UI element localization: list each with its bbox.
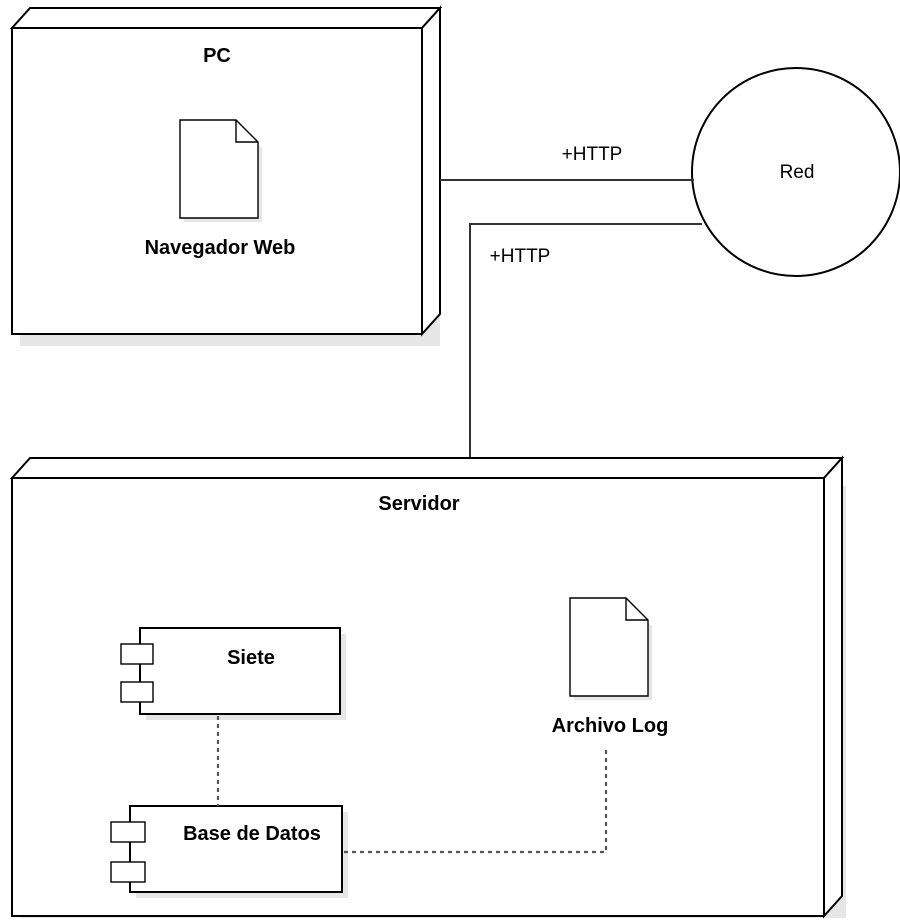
navegador-web-artifact[interactable]: Navegador Web [145,119,296,259]
servidor-node[interactable]: Servidor Siete Base de Datos Archivo Log [9,455,846,919]
servidor-title: Servidor [378,493,459,515]
pc-red-connection-label: +HTTP [562,144,623,165]
red-label: Red [780,162,815,183]
db-log-dependency[interactable] [344,748,608,854]
pc-red-connection[interactable]: +HTTP [440,144,694,181]
component-port-icon [110,861,146,883]
component-port-icon [110,821,146,843]
archivo-log-label: Archivo Log [552,715,669,737]
base-de-datos-component[interactable]: Base de Datos [110,805,348,898]
siete-label: Siete [227,647,275,669]
red-node[interactable]: Red [691,67,900,277]
component-port-icon [120,681,154,703]
base-de-datos-label: Base de Datos [183,823,321,845]
navegador-web-label: Navegador Web [145,237,296,259]
servidor-red-connection-label: +HTTP [490,246,551,267]
component-port-icon [120,643,154,665]
pc-title: PC [203,45,231,67]
siete-component[interactable]: Siete [120,627,346,720]
document-icon [569,597,649,697]
pc-node[interactable]: PC Navegador Web [9,5,443,346]
document-icon [179,119,259,219]
servidor-red-connection[interactable]: +HTTP [469,223,702,458]
archivo-log-artifact[interactable]: Archivo Log [552,597,669,737]
